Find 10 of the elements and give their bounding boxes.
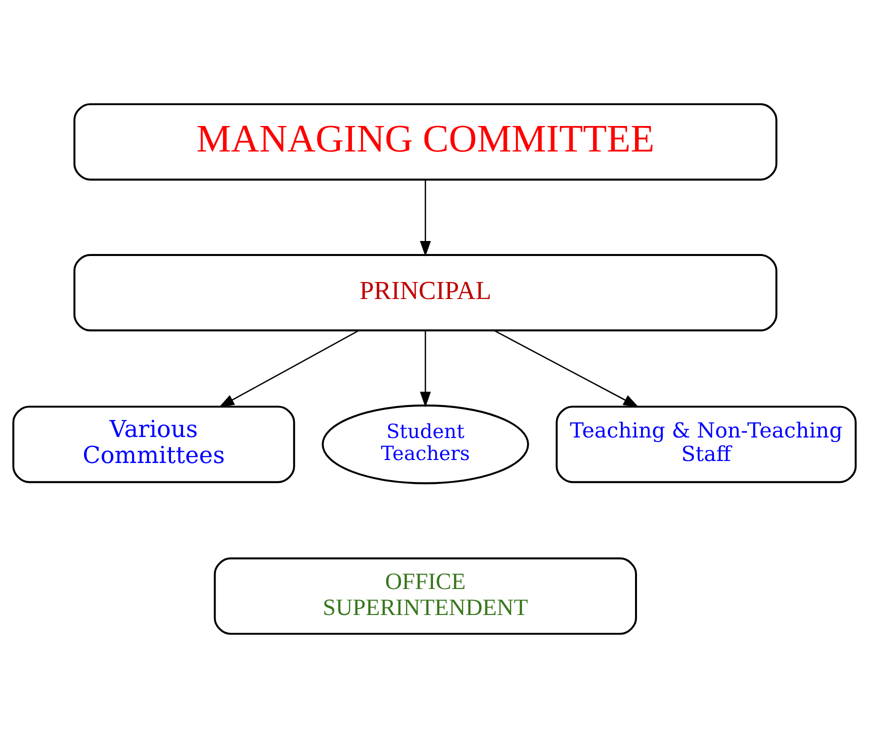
arrow	[494, 329, 639, 407]
arrow	[218, 329, 360, 407]
node-box: Teaching & Non-Teaching Staff	[556, 405, 857, 483]
node-box: PRINCIPAL	[73, 254, 778, 331]
node-box: OFFICE SUPERINTENDENT	[214, 556, 637, 634]
node-box: MANAGING COMMITTEE	[73, 102, 778, 180]
node-box: Various Committees	[12, 405, 296, 483]
arrow	[420, 330, 431, 407]
node-ellipse: Student Teachers	[322, 404, 530, 484]
arrow	[420, 179, 431, 256]
